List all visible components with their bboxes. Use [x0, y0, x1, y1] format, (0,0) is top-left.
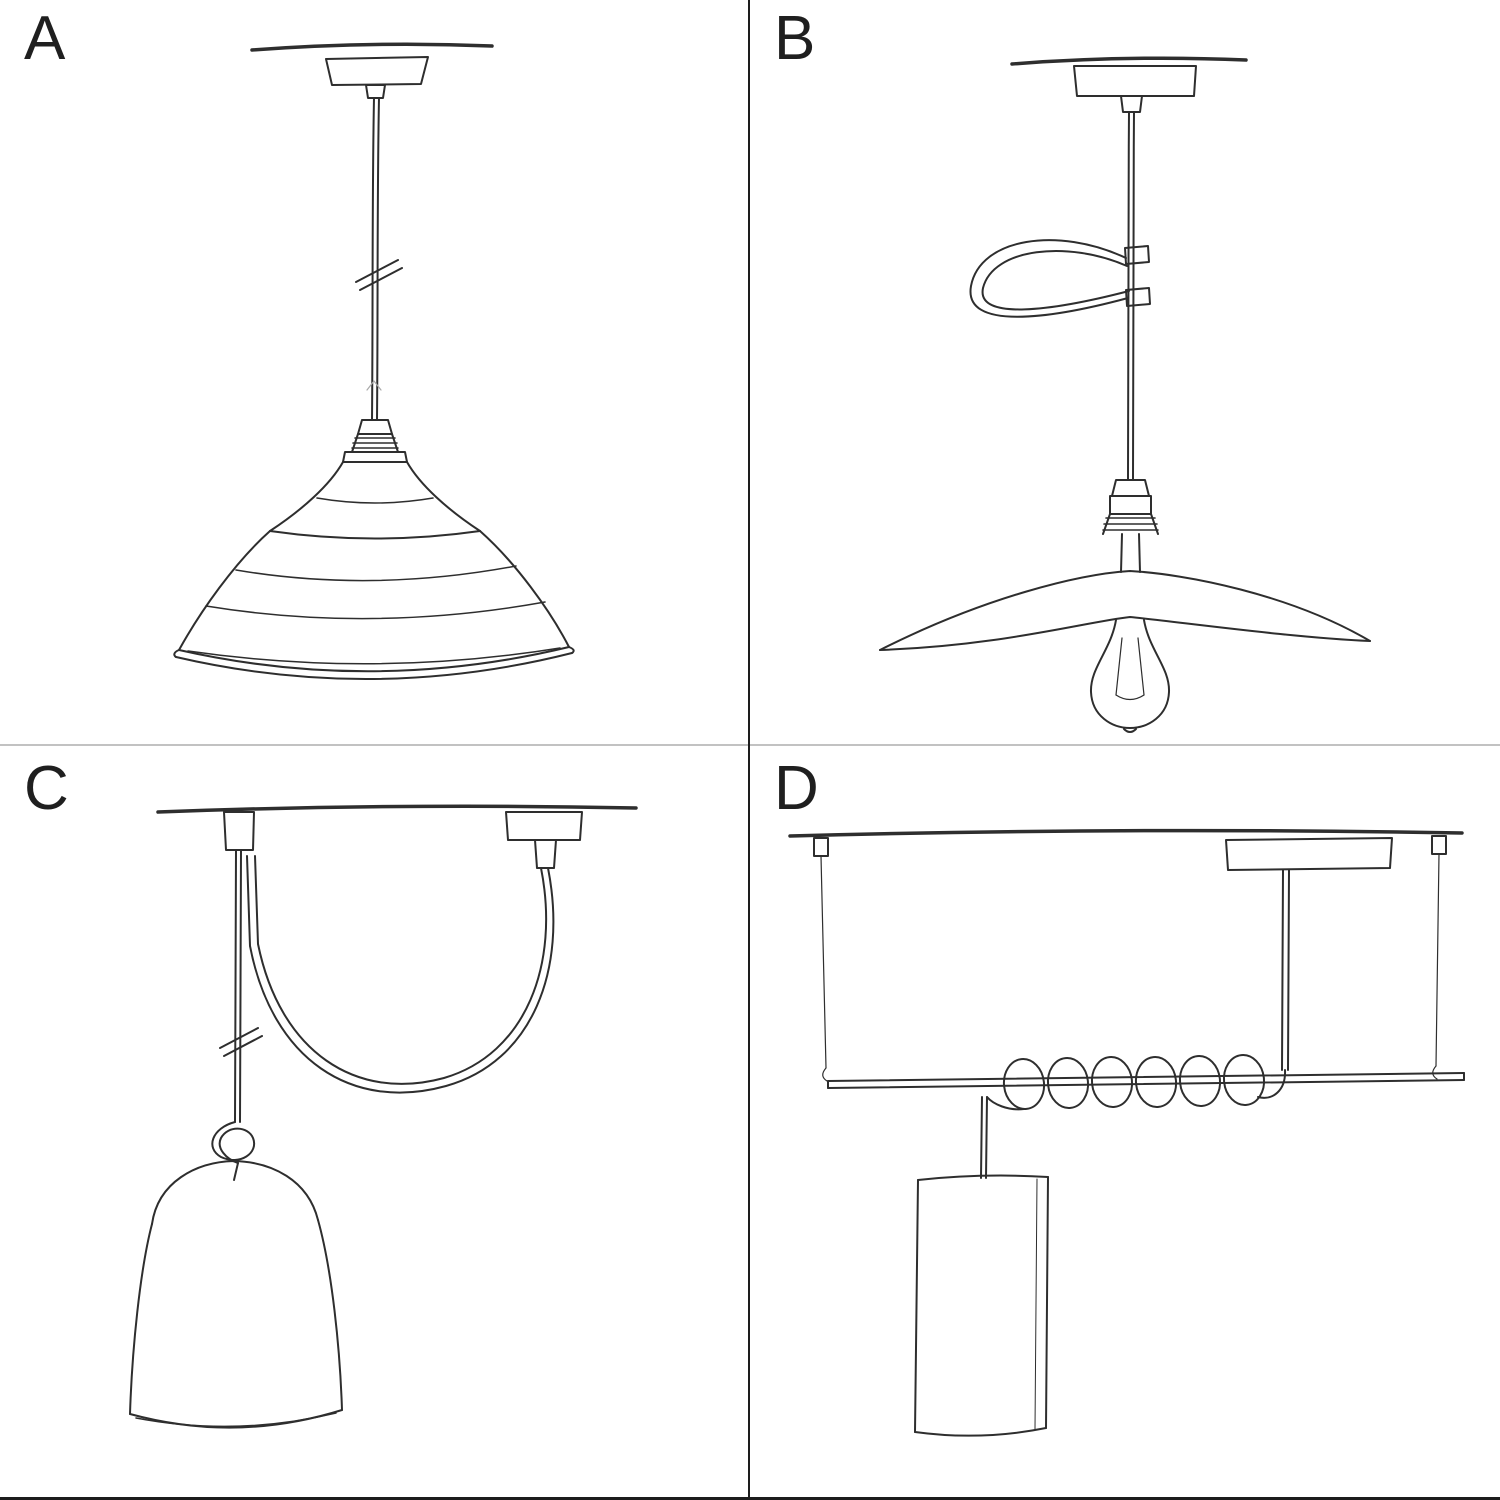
vertical-divider — [748, 0, 750, 1500]
panel-a-label: A — [24, 4, 67, 73]
panel-c: C — [0, 750, 750, 1500]
panel-a: A — [0, 0, 750, 750]
panel-b: B — [750, 0, 1500, 750]
horizontal-divider — [0, 744, 1500, 746]
pendant-cable-loop-flat-dish-shade-bulb-icon — [750, 0, 1500, 750]
pendant-straight-cable-bistro-shade-icon — [0, 0, 750, 750]
panel-b-label: B — [774, 4, 817, 73]
bottom-edge-line — [0, 1497, 1500, 1500]
pendant-bar-coiled-cable-tube-shade-icon — [750, 750, 1500, 1500]
pendant-swag-hook-knot-bell-shade-icon — [0, 750, 750, 1500]
panel-c-label: C — [24, 754, 70, 823]
panel-d-label: D — [774, 754, 820, 823]
panel-d: D — [750, 750, 1500, 1500]
